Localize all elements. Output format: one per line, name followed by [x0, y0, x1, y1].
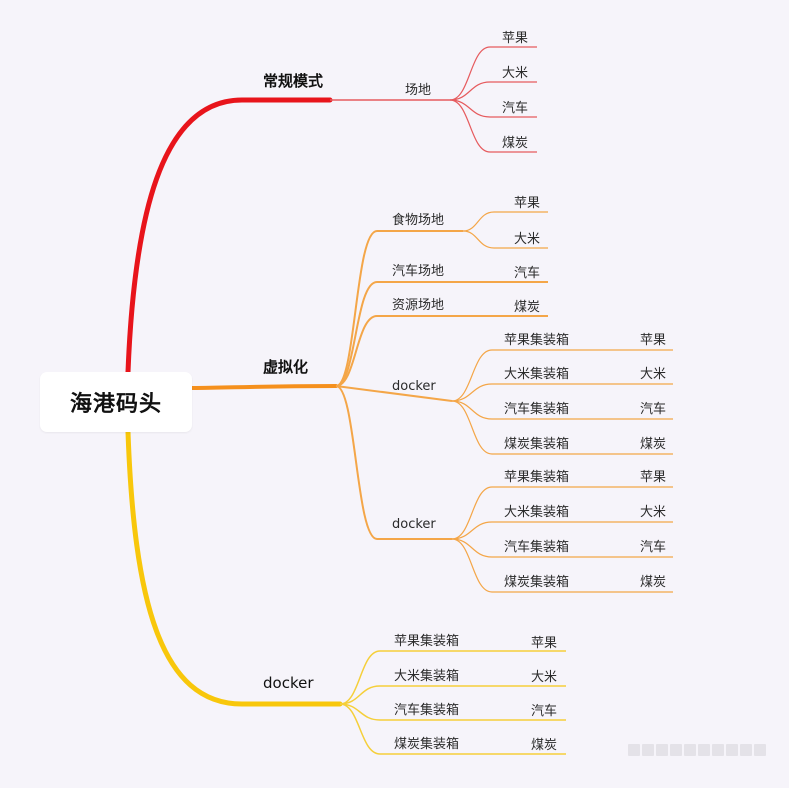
connector-dockera-2 — [451, 383, 673, 402]
branch-docker-label[interactable]: docker — [263, 674, 314, 692]
node-docker-b-container-2[interactable]: 大米集装箱 — [504, 505, 570, 520]
node-docker-a-container-2[interactable]: 大米集装箱 — [504, 367, 570, 382]
node-docker-b-container-1[interactable]: 苹果集装箱 — [504, 470, 570, 485]
node-docker-container-4[interactable]: 煤炭集装箱 — [394, 737, 460, 752]
connector-dockera-3 — [451, 400, 673, 420]
node-resource-item[interactable]: 煤炭 — [514, 300, 541, 315]
node-docker-a-content-2[interactable]: 大米 — [640, 367, 667, 382]
node-site-item-car[interactable]: 汽车 — [502, 101, 529, 116]
connector-site-car — [449, 99, 537, 118]
connector-dockerb-2 — [451, 521, 673, 540]
node-food-item-apple[interactable]: 苹果 — [514, 196, 541, 211]
connector-virtual-docker-a — [335, 385, 453, 402]
node-food-site-label[interactable]: 食物场地 — [392, 213, 445, 228]
root-node[interactable]: 海港码头 — [40, 372, 192, 432]
node-site-item-apple[interactable]: 苹果 — [502, 31, 529, 46]
node-docker-container-2[interactable]: 大米集装箱 — [394, 669, 460, 684]
node-docker-a-container-1[interactable]: 苹果集装箱 — [504, 333, 570, 348]
node-resource-site-label[interactable]: 资源场地 — [392, 298, 445, 313]
node-docker-b-content-2[interactable]: 大米 — [640, 505, 667, 520]
connector-dockerb-3 — [451, 538, 673, 558]
node-docker-a-container-3[interactable]: 汽车集装箱 — [504, 402, 570, 417]
node-docker-b-content-1[interactable]: 苹果 — [640, 470, 667, 485]
node-docker-b-label[interactable]: docker — [392, 517, 436, 532]
connector-virtual-resource — [335, 315, 548, 387]
branch-normal-label[interactable]: 常规模式 — [263, 72, 324, 90]
connector-docker-1 — [339, 650, 566, 705]
connector-docker-4 — [339, 703, 566, 755]
connector-dockera-4 — [451, 400, 673, 455]
node-car-item[interactable]: 汽车 — [514, 266, 541, 281]
node-docker-container-3[interactable]: 汽车集装箱 — [394, 703, 460, 718]
connector-root-normal — [125, 97, 333, 375]
node-docker-content-3[interactable]: 汽车 — [531, 704, 558, 719]
connector-site-rice — [449, 81, 537, 101]
node-docker-a-container-4[interactable]: 煤炭集装箱 — [504, 437, 570, 452]
connector-site-coal — [449, 99, 537, 153]
node-docker-content-1[interactable]: 苹果 — [531, 636, 558, 651]
node-docker-content-2[interactable]: 大米 — [531, 670, 558, 685]
node-food-item-rice[interactable]: 大米 — [514, 232, 541, 247]
node-docker-container-1[interactable]: 苹果集装箱 — [394, 634, 460, 649]
connector-dockerb-1 — [451, 486, 673, 540]
connector-dockera-1 — [451, 349, 673, 402]
node-docker-a-label[interactable]: docker — [392, 379, 436, 394]
node-docker-b-container-3[interactable]: 汽车集装箱 — [504, 540, 570, 555]
connector-root-virtual — [190, 384, 338, 390]
node-docker-a-content-1[interactable]: 苹果 — [640, 333, 667, 348]
node-docker-b-content-4[interactable]: 煤炭 — [640, 575, 667, 590]
connector-virtual-food — [335, 230, 463, 387]
node-site-item-rice[interactable]: 大米 — [502, 66, 529, 81]
connector-site-apple — [449, 46, 537, 101]
node-docker-a-content-4[interactable]: 煤炭 — [640, 437, 667, 452]
connector-dockerb-4 — [451, 538, 673, 593]
branch-virtual-label[interactable]: 虚拟化 — [263, 358, 309, 376]
connector-virtual-docker-b — [335, 385, 452, 540]
node-docker-a-content-3[interactable]: 汽车 — [640, 402, 667, 417]
node-docker-b-container-4[interactable]: 煤炭集装箱 — [504, 575, 570, 590]
root-label: 海港码头 — [69, 392, 162, 417]
connector-docker-3 — [339, 703, 566, 721]
connector-docker-2 — [339, 685, 566, 705]
node-docker-b-content-3[interactable]: 汽车 — [640, 540, 667, 555]
node-site-item-coal[interactable]: 煤炭 — [502, 136, 529, 151]
connector-food-apple — [462, 211, 548, 232]
node-car-site-label[interactable]: 汽车场地 — [392, 264, 445, 279]
watermark — [628, 738, 770, 762]
node-site-label[interactable]: 场地 — [405, 83, 432, 98]
connector-food-rice — [462, 230, 548, 249]
node-docker-content-4[interactable]: 煤炭 — [531, 738, 558, 753]
connector-virtual-car — [335, 281, 548, 387]
connector-root-docker — [125, 429, 343, 707]
